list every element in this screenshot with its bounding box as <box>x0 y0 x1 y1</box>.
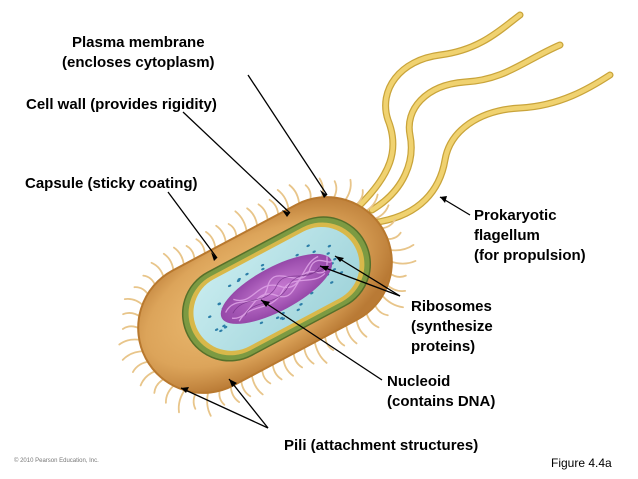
ribosome-dot <box>330 281 334 284</box>
pilus <box>388 260 417 265</box>
label-plasma-membrane: Plasma membrane (encloses cytoplasm) <box>62 33 215 73</box>
pointer-pili-1 <box>180 387 269 429</box>
label-plasma-membrane-line2: (encloses cytoplasm) <box>62 54 215 71</box>
ribosome-dot <box>333 257 337 261</box>
arrowhead <box>440 196 447 203</box>
arrowhead <box>261 300 270 307</box>
pilus <box>206 389 212 417</box>
ribosome-dot <box>237 277 241 281</box>
ribosome-dot <box>222 324 226 328</box>
pilus <box>215 224 227 246</box>
label-flagellum-line3: (for propulsion) <box>474 247 586 264</box>
pilus <box>385 282 407 293</box>
label-cell-wall: Cell wall (provides rigidity) <box>26 96 217 113</box>
pilus <box>343 178 352 203</box>
cell-body <box>137 196 393 394</box>
flagella <box>356 11 614 226</box>
pilus <box>118 338 143 346</box>
pilus <box>165 383 177 404</box>
ribosome-dot <box>261 267 265 271</box>
label-nucleoid: Nucleoid (contains DNA) <box>387 372 495 412</box>
ribosome-dot <box>332 268 336 271</box>
ribosome-dot <box>217 302 221 306</box>
figure-number: Figure 4.4a <box>551 456 612 470</box>
ribosome-dot <box>214 328 219 331</box>
label-flagellum-line1: Prokaryotic <box>474 207 557 224</box>
ribosome-dot <box>312 250 316 254</box>
pilus <box>121 350 146 361</box>
pilus <box>345 322 358 345</box>
ribosome-dot <box>275 316 280 320</box>
ribosome-dot <box>296 308 300 312</box>
pointer-capsule <box>167 191 218 259</box>
pointer-plasma-membrane <box>247 74 328 196</box>
pilus <box>355 316 368 338</box>
pilus <box>276 189 290 212</box>
arrowhead <box>181 387 189 393</box>
pilus <box>205 231 217 251</box>
label-nucleoid-line1: Nucleoid <box>387 373 451 390</box>
pointer-nucleoid <box>260 299 383 381</box>
pointer-ribosome-1 <box>334 255 401 297</box>
ribosome-dot <box>299 303 303 306</box>
pilus <box>282 355 295 377</box>
arrowhead <box>335 256 344 262</box>
label-plasma-membrane-line1: Plasma membrane <box>71 34 205 51</box>
label-capsule: Capsule (sticky coating) <box>25 175 198 192</box>
arrowhead <box>320 190 327 198</box>
pointer-lines <box>167 74 471 429</box>
pointer-pili-2 <box>228 378 269 429</box>
ribosome-dot <box>326 252 330 255</box>
ribosome-dot <box>260 263 265 267</box>
pilus <box>313 339 328 364</box>
label-ribosomes-line1: Ribosomes <box>411 298 492 315</box>
ribosome-dot <box>259 321 264 325</box>
pilus <box>173 246 185 268</box>
label-ribosomes-line2: (synthesize <box>411 318 493 335</box>
pilus <box>123 297 145 308</box>
arrowhead <box>229 379 237 387</box>
pilus <box>246 207 259 229</box>
label-ribosomes: Ribosomes (synthesize proteins) <box>411 297 493 357</box>
label-ribosomes-line3: proteins) <box>411 338 476 355</box>
pilus <box>139 369 158 387</box>
label-pili: Pili (attachment structures) <box>284 437 479 454</box>
label-flagellum-line2: flagellum <box>474 227 540 244</box>
pilus <box>303 344 315 365</box>
pointer-cell-wall <box>182 111 291 214</box>
ribosome-dot <box>227 284 232 288</box>
arrowhead <box>282 210 290 217</box>
pilus <box>250 372 264 396</box>
pilus <box>288 184 301 207</box>
label-nucleoid-line2: (contains DNA) <box>387 393 496 410</box>
ribosome-dot <box>208 315 212 319</box>
pointer-ribosome-2 <box>319 265 401 297</box>
pilus <box>162 252 175 274</box>
label-flagellum: Prokaryotic flagellum (for propulsion) <box>474 206 586 266</box>
nucleoid-dna-strands-dark <box>232 264 328 316</box>
pilus <box>234 210 248 235</box>
ribosome-dot <box>281 317 285 321</box>
ribosome-dot <box>327 244 332 248</box>
arrowhead <box>211 252 217 261</box>
ribosome-dot <box>245 272 249 276</box>
pilus <box>177 387 187 414</box>
ribosome-dot <box>219 329 223 333</box>
pilus <box>387 244 415 252</box>
pilus <box>257 203 269 223</box>
ribosome-dot <box>295 253 299 257</box>
ribosome-dot <box>306 244 310 248</box>
copyright-notice: © 2010 Pearson Education, Inc. <box>14 458 99 464</box>
arrowhead <box>320 266 329 271</box>
